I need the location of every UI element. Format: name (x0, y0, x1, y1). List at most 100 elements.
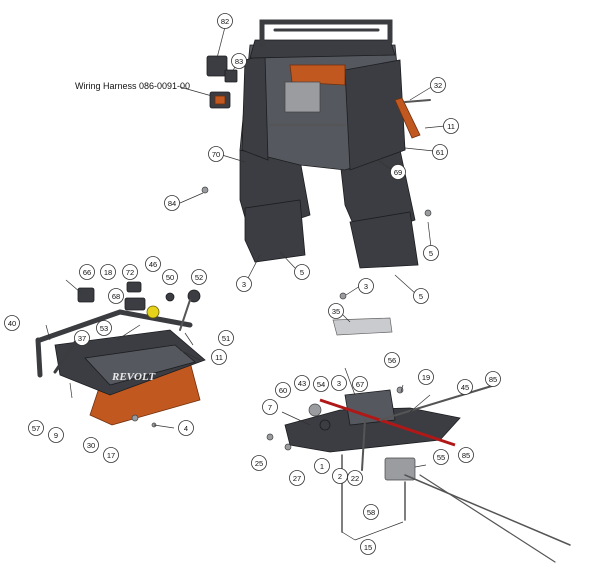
callout-c50: 50 (162, 269, 178, 285)
callout-label: 83 (235, 57, 243, 66)
callout-label: 2 (338, 472, 342, 481)
callout-label: 50 (166, 273, 174, 282)
callout-label: 27 (293, 474, 301, 483)
callout-label: 19 (422, 373, 430, 382)
callout-label: 54 (317, 380, 325, 389)
callout-label: 3 (242, 280, 246, 289)
callout-c9: 9 (48, 427, 64, 443)
callout-c58: 58 (363, 504, 379, 520)
callout-c30: 30 (83, 437, 99, 453)
callout-label: 43 (298, 379, 306, 388)
callouts (45, 26, 446, 541)
callout-c25: 25 (251, 455, 267, 471)
callout-label: 85 (462, 451, 470, 460)
callout-label: 66 (83, 268, 91, 277)
callout-label: 85 (489, 375, 497, 384)
callout-label: 37 (78, 334, 86, 343)
callout-c85a: 85 (485, 371, 501, 387)
callout-label: 18 (104, 268, 112, 277)
callout-c15: 15 (360, 539, 376, 555)
callout-label: 68 (112, 292, 120, 301)
callout-label: 52 (195, 273, 203, 282)
callout-label: 57 (32, 424, 40, 433)
callout-c84: 84 (164, 195, 180, 211)
callout-label: 5 (419, 292, 423, 301)
wiring-harness-label: Wiring Harness 086-0091-00 (75, 81, 190, 91)
callout-c27: 27 (289, 470, 305, 486)
callout-label: 4 (184, 424, 188, 433)
callout-c3b: 3 (358, 278, 374, 294)
callout-label: 5 (429, 249, 433, 258)
callout-c52: 52 (191, 269, 207, 285)
callout-c5a: 5 (294, 264, 310, 280)
callout-label: 11 (447, 122, 455, 131)
callout-label: 32 (434, 81, 442, 90)
callout-label: 30 (87, 441, 95, 450)
callout-label: 35 (332, 307, 340, 316)
callout-c54: 54 (313, 376, 329, 392)
callout-c11a: 11 (443, 118, 459, 134)
callout-c83: 83 (231, 53, 247, 69)
callout-c32: 32 (430, 77, 446, 93)
callout-c61: 61 (432, 144, 448, 160)
callout-c57: 57 (28, 420, 44, 436)
callout-label: 53 (100, 324, 108, 333)
callout-label: 11 (215, 353, 223, 362)
callout-c51: 51 (218, 330, 234, 346)
callout-label: 3 (364, 282, 368, 291)
logo-text: REVOLT (111, 371, 156, 383)
callout-label: 7 (268, 403, 272, 412)
callout-label: 58 (367, 508, 375, 517)
callout-label: 67 (356, 380, 364, 389)
callout-c53: 53 (96, 320, 112, 336)
callout-label: 60 (279, 386, 287, 395)
frame-assembly (201, 19, 432, 336)
callout-c19: 19 (418, 369, 434, 385)
callout-label: 17 (107, 451, 115, 460)
callout-c4: 4 (178, 420, 194, 436)
callout-c69: 69 (390, 164, 406, 180)
callout-label: 40 (8, 319, 16, 328)
callout-c5b: 5 (423, 245, 439, 261)
callout-c45: 45 (457, 379, 473, 395)
callout-c68: 68 (108, 288, 124, 304)
callout-label: 51 (222, 334, 230, 343)
base-plate-assembly (266, 384, 571, 563)
callout-label: 15 (364, 543, 372, 552)
callout-c7: 7 (262, 399, 278, 415)
callout-label: 1 (320, 462, 324, 471)
callout-c37: 37 (74, 330, 90, 346)
callout-label: 9 (54, 431, 58, 440)
callout-label: 3 (337, 379, 341, 388)
callout-label: 25 (255, 459, 263, 468)
callout-c1: 1 (314, 458, 330, 474)
callout-c56: 56 (384, 352, 400, 368)
callout-c3c: 3 (331, 375, 347, 391)
callout-label: 56 (388, 356, 396, 365)
callout-c72: 72 (122, 264, 138, 280)
callout-c67: 67 (352, 376, 368, 392)
callout-c22: 22 (347, 470, 363, 486)
callout-label: 61 (436, 148, 444, 157)
callout-label: 72 (126, 268, 134, 277)
callout-label: 55 (437, 453, 445, 462)
callout-label: 84 (168, 199, 176, 208)
callout-c46: 46 (145, 256, 161, 272)
callout-c18: 18 (100, 264, 116, 280)
callout-label: 70 (212, 150, 220, 159)
callout-c55: 55 (433, 449, 449, 465)
callout-c40: 40 (4, 315, 20, 331)
callout-c85b: 85 (458, 447, 474, 463)
callout-c60: 60 (275, 382, 291, 398)
callout-c11b: 11 (211, 349, 227, 365)
callout-label: 5 (300, 268, 304, 277)
callout-label: 82 (221, 17, 229, 26)
callout-c5c: 5 (413, 288, 429, 304)
callout-c66: 66 (79, 264, 95, 280)
control-assembly: REVOLT (35, 281, 206, 428)
callout-c3a: 3 (236, 276, 252, 292)
callout-label: 46 (149, 260, 157, 269)
callout-label: 69 (394, 168, 402, 177)
